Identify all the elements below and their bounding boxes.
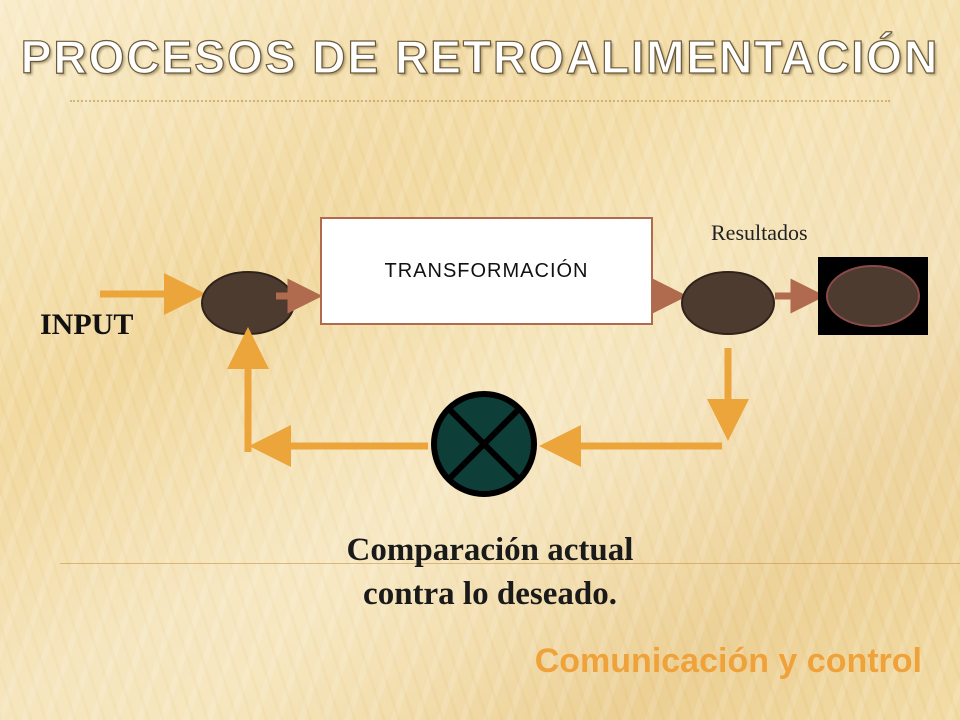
comparator-icon (431, 391, 537, 497)
transformation-label: TRANSFORMACIÓN (384, 259, 589, 282)
output-node (681, 271, 775, 335)
slide-title: PROCESOS DE RETROALIMENTACIÓN (20, 30, 940, 83)
title-divider (70, 100, 890, 102)
input-label: INPUT (40, 308, 134, 341)
slide-footer: Comunicación y control (534, 642, 922, 680)
caption-line-1: Comparación actual (346, 532, 634, 568)
results-label: Resultados (711, 220, 808, 245)
comparison-caption: Comparación actual contra lo deseado. (230, 528, 750, 616)
input-node (201, 271, 295, 335)
transformation-box: TRANSFORMACIÓN (320, 217, 653, 325)
caption-divider (60, 563, 960, 564)
caption-line-2: contra lo deseado. (363, 576, 617, 612)
results-oval (826, 265, 920, 327)
